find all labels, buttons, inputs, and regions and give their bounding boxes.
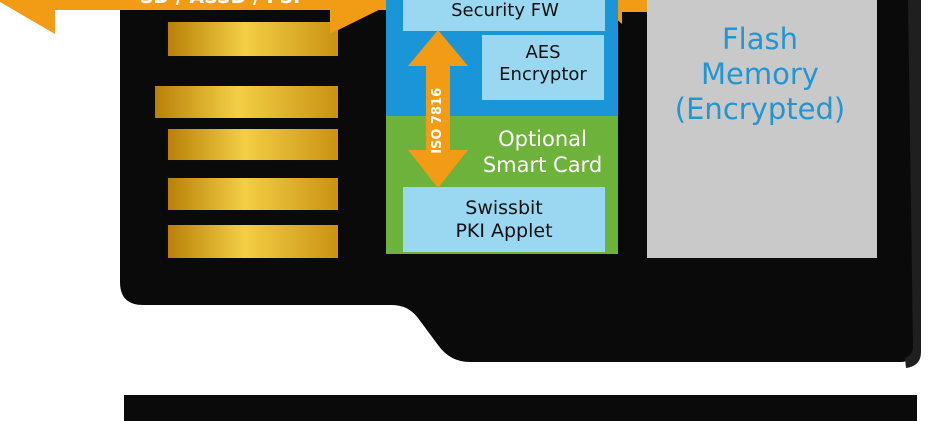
flash-memory-label: Flash Memory (Encrypted) — [645, 22, 875, 126]
interface-arrow-head — [330, 0, 395, 34]
interface-arrow — [0, 0, 400, 34]
aes-encryptor-label: AES Encryptor — [482, 42, 604, 85]
aes-line: AES Encryptor — [499, 42, 587, 85]
card-right-shadow — [905, 0, 921, 368]
security-fw-box — [403, 0, 605, 31]
interface-label: SD / ASSD / FSI — [80, 0, 360, 9]
iso-7816-arrow — [408, 30, 468, 188]
gold-contact-5 — [168, 225, 338, 258]
optional-smart-card-label: Optional Smart Card — [470, 126, 615, 179]
flash-memory-text: Flash Memory (Encrypted) — [674, 22, 846, 126]
gold-contact-3 — [168, 129, 338, 160]
aes-encryptor-box — [482, 35, 604, 100]
pki-applet-text: Swissbit PKI Applet — [455, 197, 553, 242]
pki-applet-label: Swissbit PKI Applet — [403, 197, 605, 243]
gold-contact-1 — [168, 22, 338, 56]
flash-memory-block — [647, 0, 877, 258]
gold-contact-4 — [168, 178, 338, 210]
iso-7816-label: ISO 7816 — [430, 87, 446, 154]
security-fw-label: Security FW — [451, 0, 559, 21]
second-card-top — [124, 395, 917, 421]
gold-contact-2 — [155, 86, 338, 118]
optional-smart-card-text: Optional Smart Card — [482, 127, 603, 178]
pki-applet-box — [403, 187, 605, 252]
